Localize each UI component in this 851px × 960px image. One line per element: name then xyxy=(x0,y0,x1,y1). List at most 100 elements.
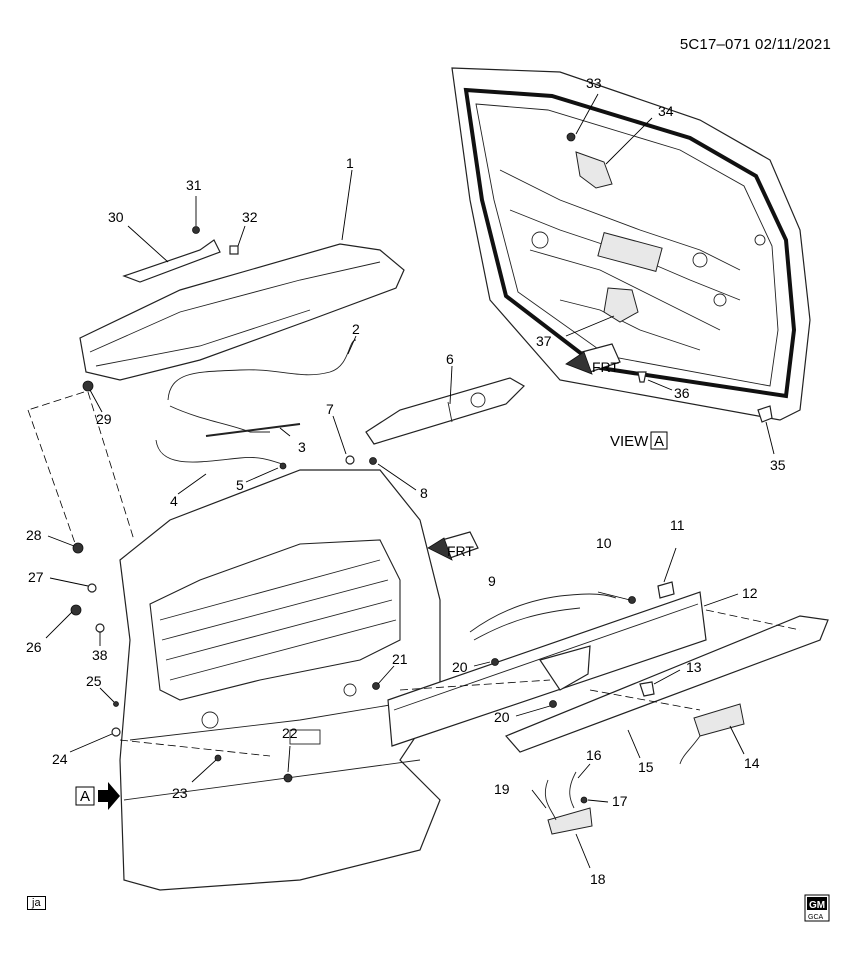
callout-27: 27 xyxy=(28,569,44,585)
part-32-nut xyxy=(229,245,239,255)
callout-1: 1 xyxy=(346,155,354,171)
diagram-code: 5C17–071 02/11/2021 xyxy=(679,36,831,53)
callout-32: 32 xyxy=(242,209,258,225)
callout-8: 8 xyxy=(420,485,428,501)
view-ref-letter: A xyxy=(654,433,664,450)
part-8-nut xyxy=(369,457,377,465)
part-36-pin xyxy=(637,371,647,383)
gm-badge-bottom: GCA xyxy=(808,914,824,921)
view-label-text: VIEW xyxy=(610,433,649,450)
part-30-stoplamp xyxy=(122,239,221,283)
part-27-clip xyxy=(87,583,97,593)
part-23-nut xyxy=(214,754,222,762)
callout-38: 38 xyxy=(92,647,108,663)
part-18-switch xyxy=(547,807,593,835)
part-37-latch xyxy=(603,287,639,323)
part-3-rod xyxy=(205,423,301,437)
frt-arrow-lower: FRT xyxy=(427,531,479,561)
author-tag: ja xyxy=(27,896,46,910)
part-7-clip xyxy=(345,455,355,465)
part-24-plug xyxy=(111,727,121,737)
rear-window-glass xyxy=(149,539,401,701)
frt-label-upper: FRT xyxy=(592,359,619,375)
frt-arrow-upper: FRT xyxy=(565,343,621,375)
callout-31: 31 xyxy=(186,177,202,193)
liftgate-inner-view xyxy=(451,67,811,423)
gm-badge: GM GCA xyxy=(804,894,830,922)
callouts: 1 2 3 4 5 6 7 8 9 10 11 12 13 14 15 16 1… xyxy=(26,75,786,887)
part-13-clip xyxy=(639,681,655,697)
leader-lines xyxy=(27,93,801,869)
part-4-hose xyxy=(155,439,283,465)
part-25-screw xyxy=(113,701,119,707)
arrow-ref-letter: A xyxy=(80,788,90,805)
frt-label-lower: FRT xyxy=(447,543,474,559)
part-16-harness xyxy=(569,771,577,809)
callout-23: 23 xyxy=(172,785,188,801)
part-5-nozzle xyxy=(279,462,287,470)
part-38-bumper xyxy=(95,623,105,633)
part-28-bumper xyxy=(72,542,84,554)
callout-6: 6 xyxy=(446,351,454,367)
callout-13: 13 xyxy=(686,659,702,675)
callout-5: 5 xyxy=(236,477,244,493)
part-17-screw xyxy=(580,796,588,804)
callout-34: 34 xyxy=(658,103,674,119)
callout-21: 21 xyxy=(392,651,408,667)
part-20-nut-upper xyxy=(491,658,499,666)
view-a-label: VIEW A xyxy=(610,431,668,450)
callout-25: 25 xyxy=(86,673,102,689)
callout-33: 33 xyxy=(586,75,602,91)
part-6-applique xyxy=(365,377,525,445)
callout-29: 29 xyxy=(96,411,112,427)
part-22-nut xyxy=(283,773,293,783)
molding-center-bracket xyxy=(539,645,591,691)
part-20-nut-lower xyxy=(549,700,557,708)
callout-20-upper: 20 xyxy=(452,659,468,675)
callout-30: 30 xyxy=(108,209,124,225)
liftgate-outer xyxy=(119,469,441,891)
part-19-harness xyxy=(544,779,557,821)
callout-7: 7 xyxy=(326,401,334,417)
callout-3: 3 xyxy=(298,439,306,455)
gm-badge-top: GM xyxy=(809,900,825,911)
part-14-emblem xyxy=(693,703,745,737)
part-29-bumper xyxy=(82,380,94,392)
callout-12: 12 xyxy=(742,585,758,601)
callout-14: 14 xyxy=(744,755,760,771)
callout-4: 4 xyxy=(170,493,178,509)
callout-35: 35 xyxy=(770,457,786,473)
callout-24: 24 xyxy=(52,751,68,767)
part-11-clip xyxy=(657,581,675,599)
part-34-hinge xyxy=(575,151,613,189)
view-a-arrow: A xyxy=(75,782,120,810)
callout-19: 19 xyxy=(494,781,510,797)
part-26-grommet xyxy=(70,604,82,616)
part-1-spoiler xyxy=(79,243,405,381)
callout-37: 37 xyxy=(536,333,552,349)
part-33-bolt xyxy=(566,132,576,142)
arrow-ref-box xyxy=(75,786,95,806)
callout-2: 2 xyxy=(352,321,360,337)
callout-18: 18 xyxy=(590,871,606,887)
callout-9: 9 xyxy=(488,573,496,589)
callout-20-lower: 20 xyxy=(494,709,510,725)
callout-28: 28 xyxy=(26,527,42,543)
callout-26: 26 xyxy=(26,639,42,655)
callout-17: 17 xyxy=(612,793,628,809)
callout-36: 36 xyxy=(674,385,690,401)
callout-16: 16 xyxy=(586,747,602,763)
callout-11: 11 xyxy=(670,517,685,533)
callout-22: 22 xyxy=(282,725,298,741)
part-31-screw xyxy=(192,226,200,234)
callout-10: 10 xyxy=(596,535,612,551)
part-9-harness xyxy=(469,593,617,633)
part-21-nut xyxy=(372,682,380,690)
part-2-harness xyxy=(167,339,357,401)
part-35-bumper xyxy=(757,405,773,423)
part-15-applique xyxy=(504,615,829,753)
callout-15: 15 xyxy=(638,759,654,775)
view-ref-box xyxy=(650,431,668,450)
view-direction-arrow-icon xyxy=(98,782,120,810)
